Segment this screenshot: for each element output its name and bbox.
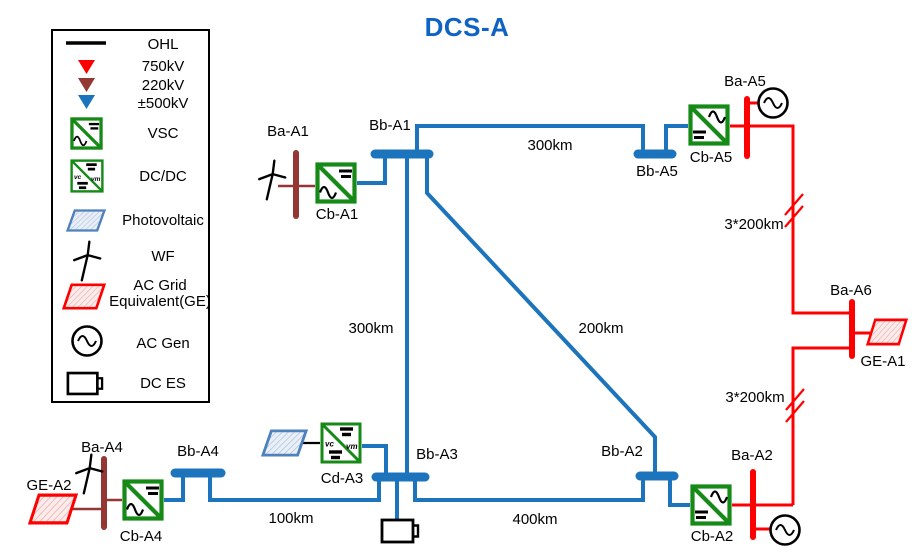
label-bb-a2: Bb-A2 [601,443,643,460]
label-length-baa5-baa6: 3*200km [724,216,784,233]
legend-label-vsc: VSC [147,125,179,142]
line-cda3-bba3 [362,444,388,477]
label-ba-a1: Ba-A1 [267,123,309,140]
label-bb-a3: Bb-A3 [416,446,458,463]
legend-label-500kv: ±500kV [137,95,189,112]
line-cba1-bba1 [357,156,387,185]
dc-es-icon [380,518,420,544]
vsc-legend-icon [70,117,103,150]
line-bba4-cba4 [164,473,185,502]
photovoltaic-a3-icon [261,429,308,457]
ac-gen-a5-icon [757,87,789,119]
line-bba4-bba3-100km [208,473,381,502]
legend-label-photovoltaic: Photovoltaic [122,212,204,229]
label-ba-a4: Ba-A4 [81,439,123,456]
legend-label-ac-grid-2: Equivalent(GE) [109,293,211,310]
vsc-cb-a1-icon [318,165,355,202]
ac-gen-legend-icon [71,325,103,357]
triple-circuit-slashes-upper [784,193,804,228]
legend-label-750kv: 750kV [141,58,185,75]
dcdc-cd-a3-icon [320,422,362,464]
legend-label-dc-es: DC ES [140,375,186,392]
line-bba1-bba5-300km [415,124,645,156]
buses [101,96,855,540]
vsc-cb-a4-icon [125,482,162,519]
label-length-bba1-bba3: 300km [348,320,394,337]
label-cd-a3: Cd-A3 [320,470,364,487]
label-cb-a1: Cb-A1 [315,206,359,223]
label-length-bba1-bba2: 200km [578,320,624,337]
label-ba-a2: Ba-A2 [731,447,773,464]
legend-label-dcdc: DC/DC [139,168,187,185]
label-ge-a2: GE-A2 [26,477,72,494]
label-length-bba4-bba3: 100km [268,510,314,527]
vsc-cb-a2-icon [693,487,730,524]
legend-label-wf: WF [151,248,175,265]
dc-lines [164,124,690,520]
ge-a1-icon [866,318,908,346]
220kv-marker-icon [78,78,95,92]
legend-label-ohl: OHL [147,36,179,53]
line-cba5-baa5-baa6 [730,124,850,315]
line-bba5-cba5 [664,124,688,152]
500kv-marker-icon [78,95,95,109]
label-cb-a4: Cb-A4 [119,528,163,545]
label-length-bba1-bba5: 300km [527,137,573,154]
label-length-bba3-bba2: 400km [512,511,558,528]
wind-farm-a4-icon [75,453,104,495]
legend-label-ac-gen: AC Gen [136,335,190,352]
line-baa6-baa2 [791,346,850,505]
page-title: DCS-A [424,12,510,42]
line-bba2-cba2 [668,476,690,507]
legend-label-220kv: 220kV [141,77,185,94]
legend-label-ac-grid-1: AC Grid [133,277,187,294]
label-ge-a1: GE-A1 [860,353,906,370]
dcdc-legend-icon [70,159,104,193]
label-ba-a5: Ba-A5 [724,73,766,90]
triple-circuit-slashes-lower [785,388,805,423]
label-bb-a5: Bb-A5 [636,163,678,180]
750kv-marker-icon [78,60,95,74]
label-length-baa6-baa2: 3*200km [725,389,785,406]
ge-a2-icon [28,493,78,525]
label-cb-a5: Cb-A5 [689,149,733,166]
photovoltaic-legend-icon [66,209,106,232]
legend-box [51,29,210,403]
line-bba3-bba2-400km [413,476,645,502]
wind-farm-a1-icon [258,159,287,201]
vsc-cb-a5-icon [691,107,728,144]
label-ba-a6: Ba-A6 [830,282,872,299]
line-bba1-bba2-200km [425,156,657,476]
ac-grid-legend-icon [62,283,106,310]
label-cb-a2: Cb-A2 [690,528,734,545]
label-bb-a4: Bb-A4 [177,443,219,460]
dc-es-legend-icon [66,371,104,396]
label-bb-a1: Bb-A1 [369,117,411,134]
ac-gen-a2-icon [769,514,801,546]
